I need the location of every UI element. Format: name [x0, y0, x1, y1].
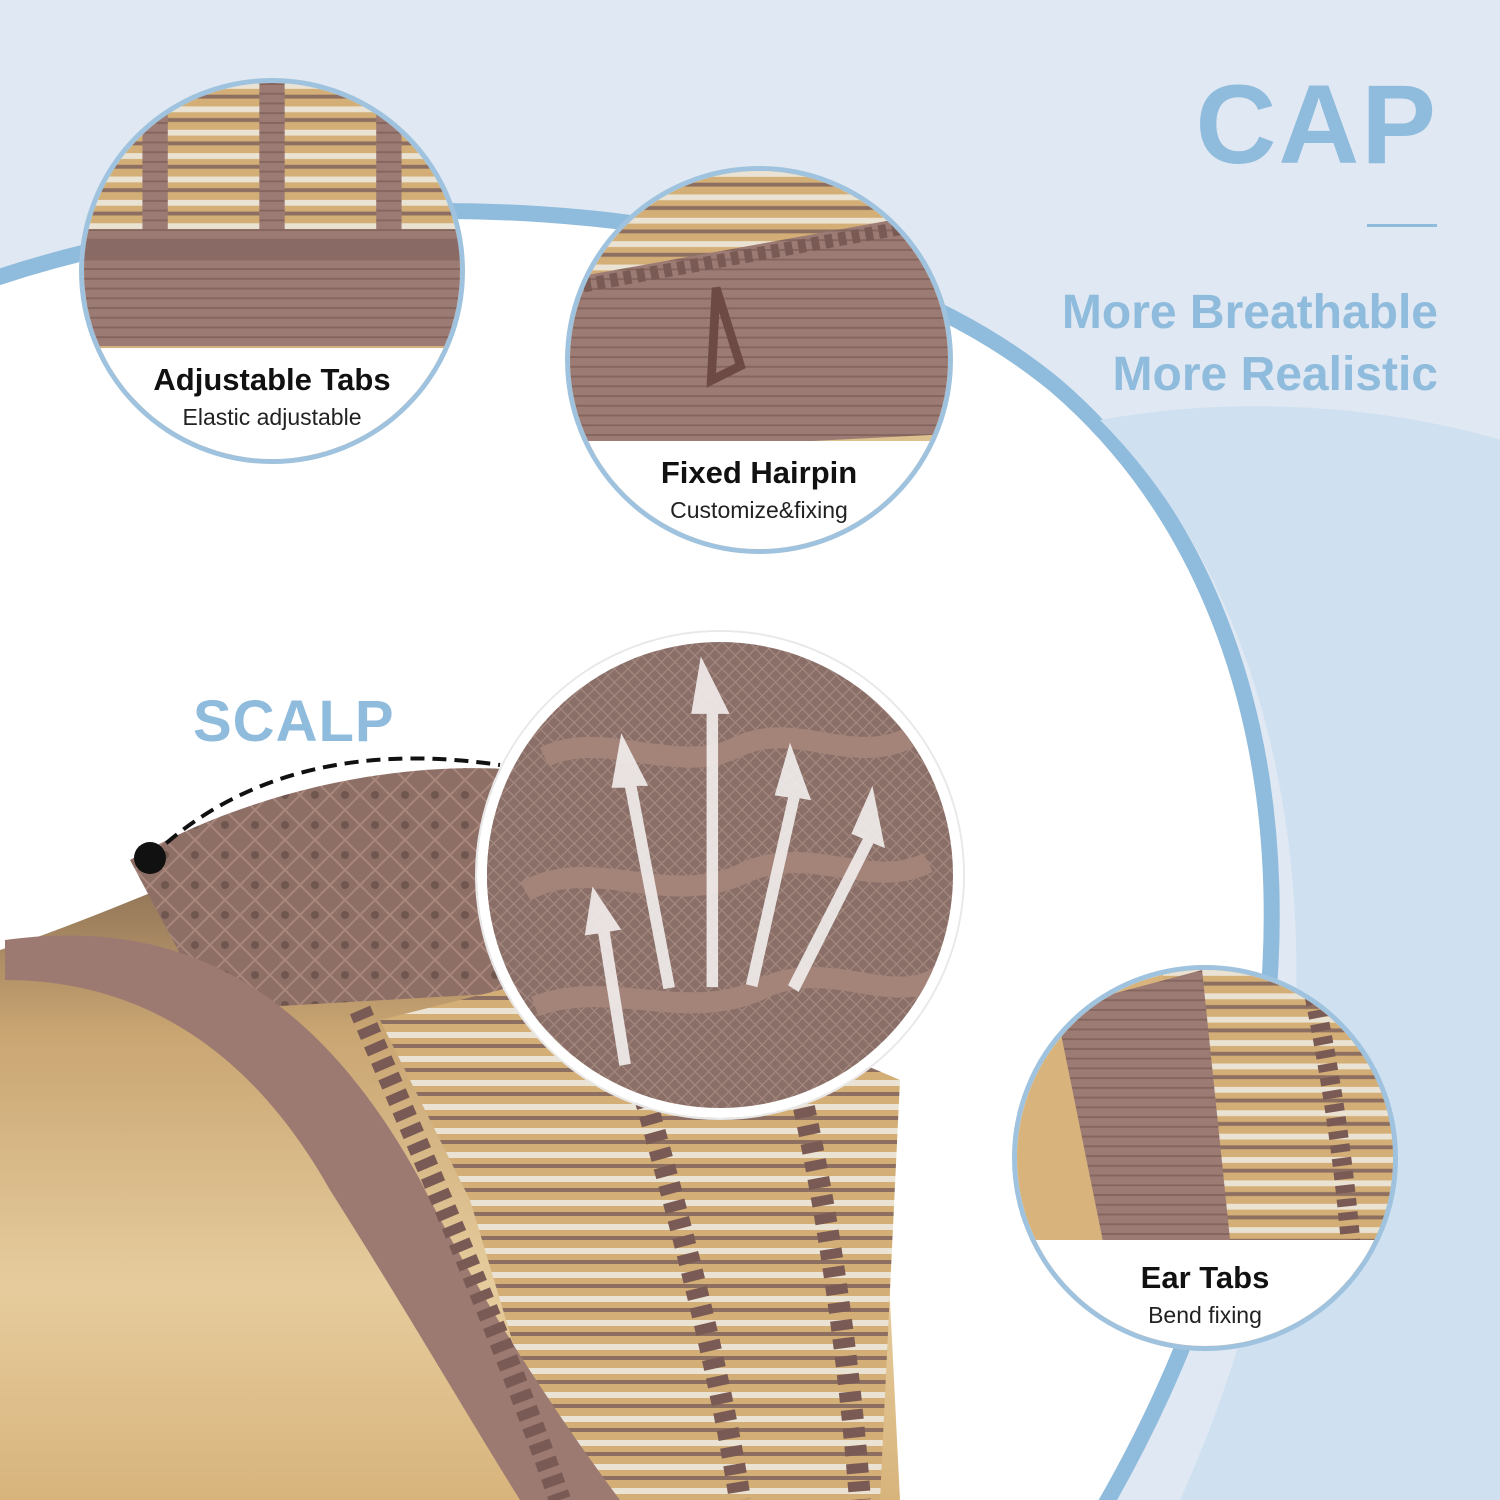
adjustable-tabs-caption: Adjustable Tabs Elastic adjustable	[84, 348, 460, 459]
feature-subtitle: Elastic adjustable	[182, 404, 362, 430]
scalp-label: SCALP	[193, 689, 395, 754]
feature-subtitle: Bend fixing	[1148, 1302, 1262, 1328]
tagline-line: More Realistic	[1112, 348, 1438, 401]
scalp-mesh-photo	[487, 642, 953, 1108]
headline-divider	[1367, 224, 1437, 227]
feature-title: Ear Tabs	[1140, 1260, 1270, 1295]
feature-title: Adjustable Tabs	[153, 362, 391, 397]
adjustable-tabs-callout: Adjustable Tabs Elastic adjustable	[79, 78, 465, 464]
feature-title: Fixed Hairpin	[660, 455, 858, 490]
headline-tagline: More Breathable More Realistic	[1062, 282, 1438, 406]
fixed-hairpin-caption: Fixed Hairpin Customize&fixing	[570, 441, 948, 549]
scalp-mesh-callout	[477, 632, 963, 1118]
tagline-line: More Breathable	[1061, 286, 1438, 339]
fixed-hairpin-callout: Fixed Hairpin Customize&fixing	[565, 166, 953, 554]
ear-tabs-callout: Ear Tabs Bend fixing	[1012, 965, 1398, 1351]
breathability-arrows	[584, 656, 885, 1066]
headline-title: CAP	[1195, 62, 1438, 187]
ear-tabs-caption: Ear Tabs Bend fixing	[1017, 1240, 1393, 1346]
feature-subtitle: Customize&fixing	[670, 497, 848, 523]
